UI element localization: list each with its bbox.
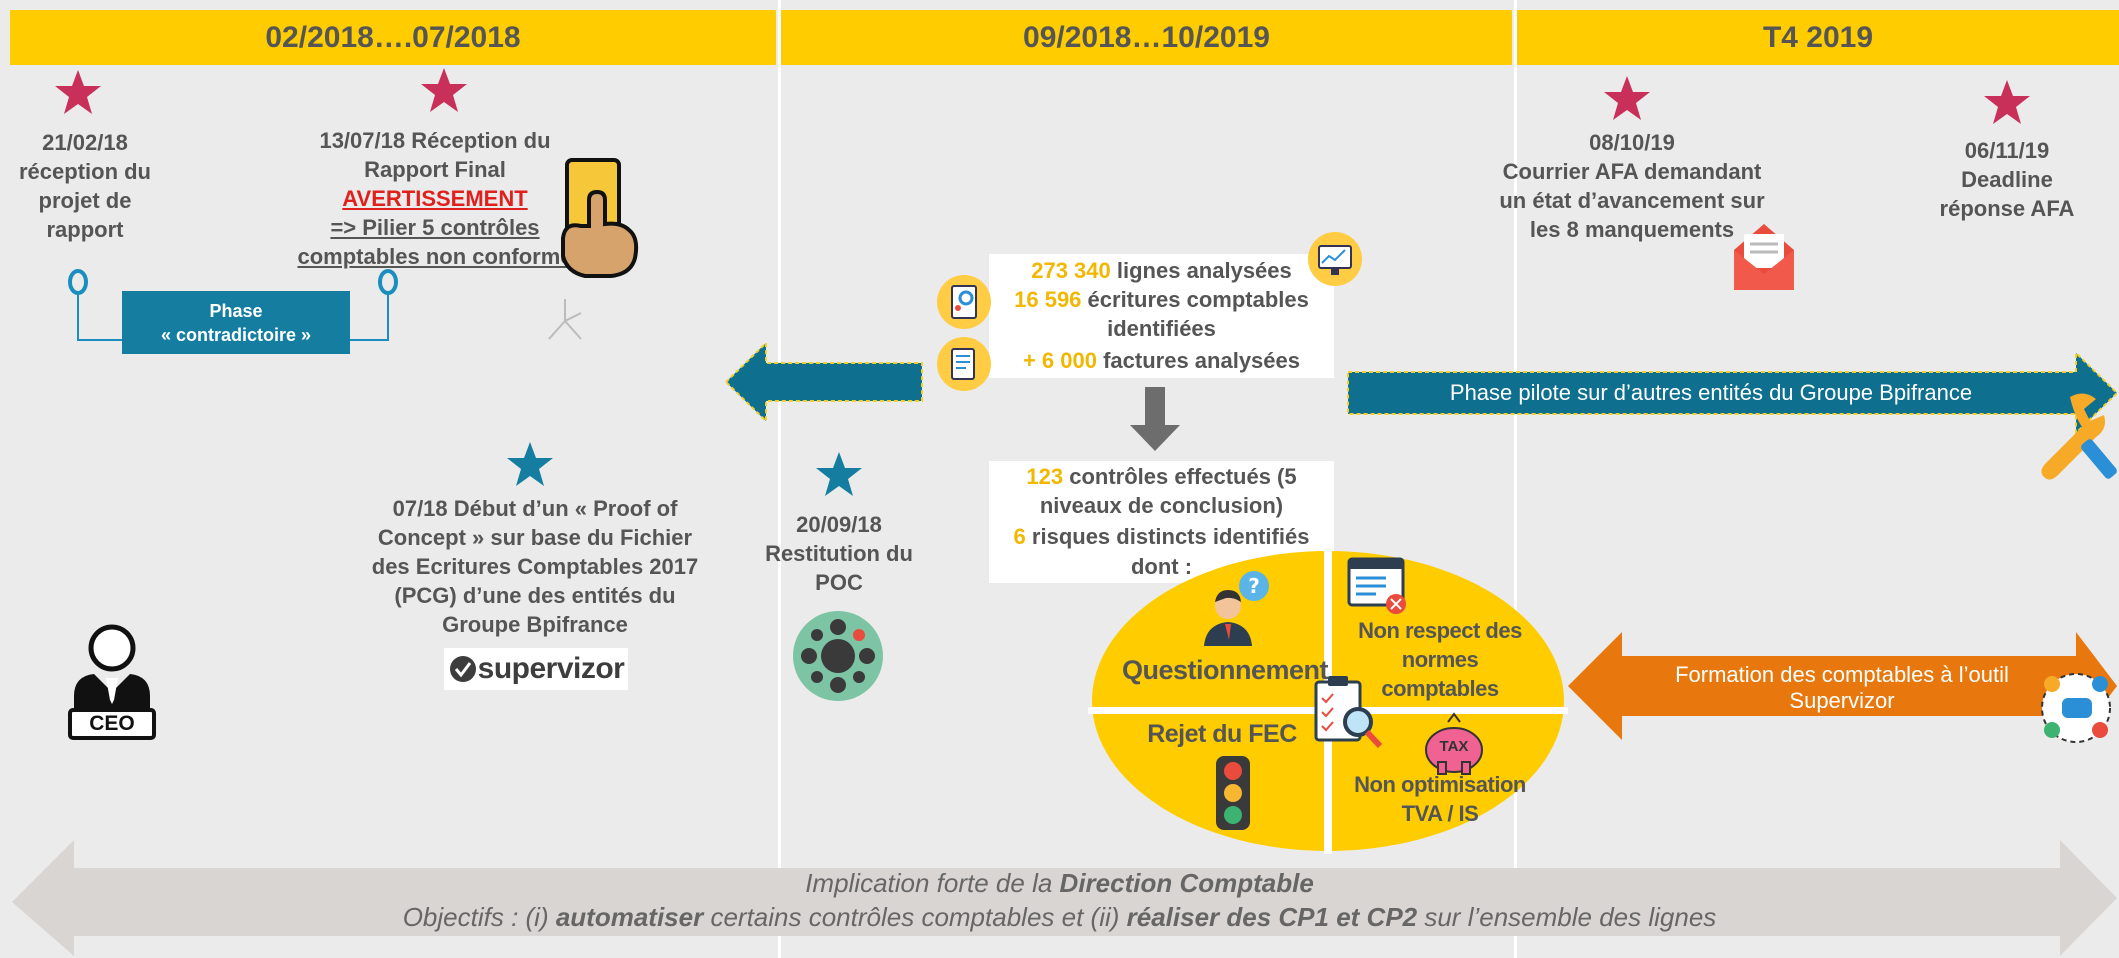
supervizor-mark-icon xyxy=(449,656,476,682)
left-arrow xyxy=(724,340,923,424)
milestone-text: 13/07/18 Réception du Rapport Final AVER… xyxy=(275,126,595,271)
milestone-text: 07/18 Début d’un « Proof of Concept » su… xyxy=(371,496,699,637)
pilot-phase-label: Phase pilote sur d’autres entités du Gro… xyxy=(1449,380,1973,405)
quadrant-label-questionnement: Questionnement xyxy=(1122,655,1329,685)
milestone-text: 20/09/18 Restitution du POC xyxy=(765,512,913,595)
column-header: T4 2019 xyxy=(1517,10,2119,65)
warning-label: AVERTISSEMENT xyxy=(342,186,528,211)
ceo-icon: CEO xyxy=(66,624,158,740)
phase-contradictoire-box: Phase « contradictoire » xyxy=(122,291,350,354)
svg-text:?: ? xyxy=(1248,574,1260,598)
stats-box xyxy=(989,254,1334,378)
stats-line: 273 340 lignes analysées xyxy=(1031,258,1292,283)
stats-line: identifiées xyxy=(1107,316,1216,341)
document-search-icon xyxy=(937,275,991,329)
stats-line: 16 596 écritures comptables xyxy=(1014,287,1309,312)
team-chat-icon xyxy=(2041,673,2111,743)
quadrant-label-normes: Non respect des normes comptables xyxy=(1358,618,1522,701)
bottom-implication-text: Implication forte de la Direction Compta… xyxy=(805,868,1314,898)
bottom-double-arrow xyxy=(12,840,2117,956)
sparkle-icon xyxy=(548,299,582,340)
column-divider xyxy=(1514,0,1517,958)
businessman-question-icon: ? xyxy=(1204,571,1269,646)
milestone-text: 08/10/19 Courrier AFA demandant un état … xyxy=(1499,130,1765,242)
bottom-objectives-text: Objectifs : (i) automatiser certains con… xyxy=(402,902,1717,932)
controls-line: dont : xyxy=(1130,554,1193,579)
invoice-icon xyxy=(937,337,991,391)
tax-label: TAX xyxy=(1439,738,1469,755)
envelope-icon xyxy=(1734,224,1794,290)
blue-star-icon xyxy=(507,442,553,486)
red-star-icon xyxy=(1984,80,2030,124)
pilot-phase-arrow xyxy=(1347,350,2119,436)
red-star-icon xyxy=(421,68,467,112)
quadrant-label-tva: Non optimisation TVA / IS xyxy=(1354,772,1526,826)
yellow-card-icon xyxy=(561,158,639,278)
traffic-light-icon xyxy=(1216,756,1250,830)
red-star-icon xyxy=(55,70,101,114)
column-bg-3 xyxy=(1515,0,2119,958)
meeting-icon xyxy=(793,611,883,701)
supervizor-logo: supervizor xyxy=(444,648,628,690)
column-header: 02/2018….07/2018 xyxy=(10,10,776,65)
browser-error-icon xyxy=(1347,557,1406,614)
tax-piggy-bank-icon xyxy=(1425,712,1483,775)
down-arrow xyxy=(1130,387,1180,451)
controls-line: 123 contrôles effectués (5 xyxy=(1026,464,1297,489)
milestone-text: 06/11/19 Deadline réponse AFA xyxy=(1939,138,2075,221)
chart-monitor-icon xyxy=(1308,232,1362,286)
stats-line: + 6 000 factures analysées xyxy=(1022,348,1301,373)
checklist-magnifier-icon xyxy=(1314,676,1383,749)
quadrant-label-rejet-fec: Rejet du FEC xyxy=(1147,720,1297,748)
red-star-icon xyxy=(1604,76,1650,120)
training-label: Formation des comptables à l’outil Super… xyxy=(1675,662,2009,713)
training-double-arrow xyxy=(1568,632,2117,740)
column-bg-1 xyxy=(0,0,779,958)
controls-line: 6 risques distincts identifiés xyxy=(1013,524,1310,549)
column-header: 09/2018…10/2019 xyxy=(781,10,1512,65)
phase-bracket xyxy=(68,269,398,341)
blue-star-icon xyxy=(816,452,862,496)
controls-line: niveaux de conclusion) xyxy=(1039,493,1284,518)
milestone-text: 21/02/18 réception du projet de rapport xyxy=(18,130,151,242)
tools-icon xyxy=(2041,393,2117,480)
column-divider xyxy=(778,0,781,958)
